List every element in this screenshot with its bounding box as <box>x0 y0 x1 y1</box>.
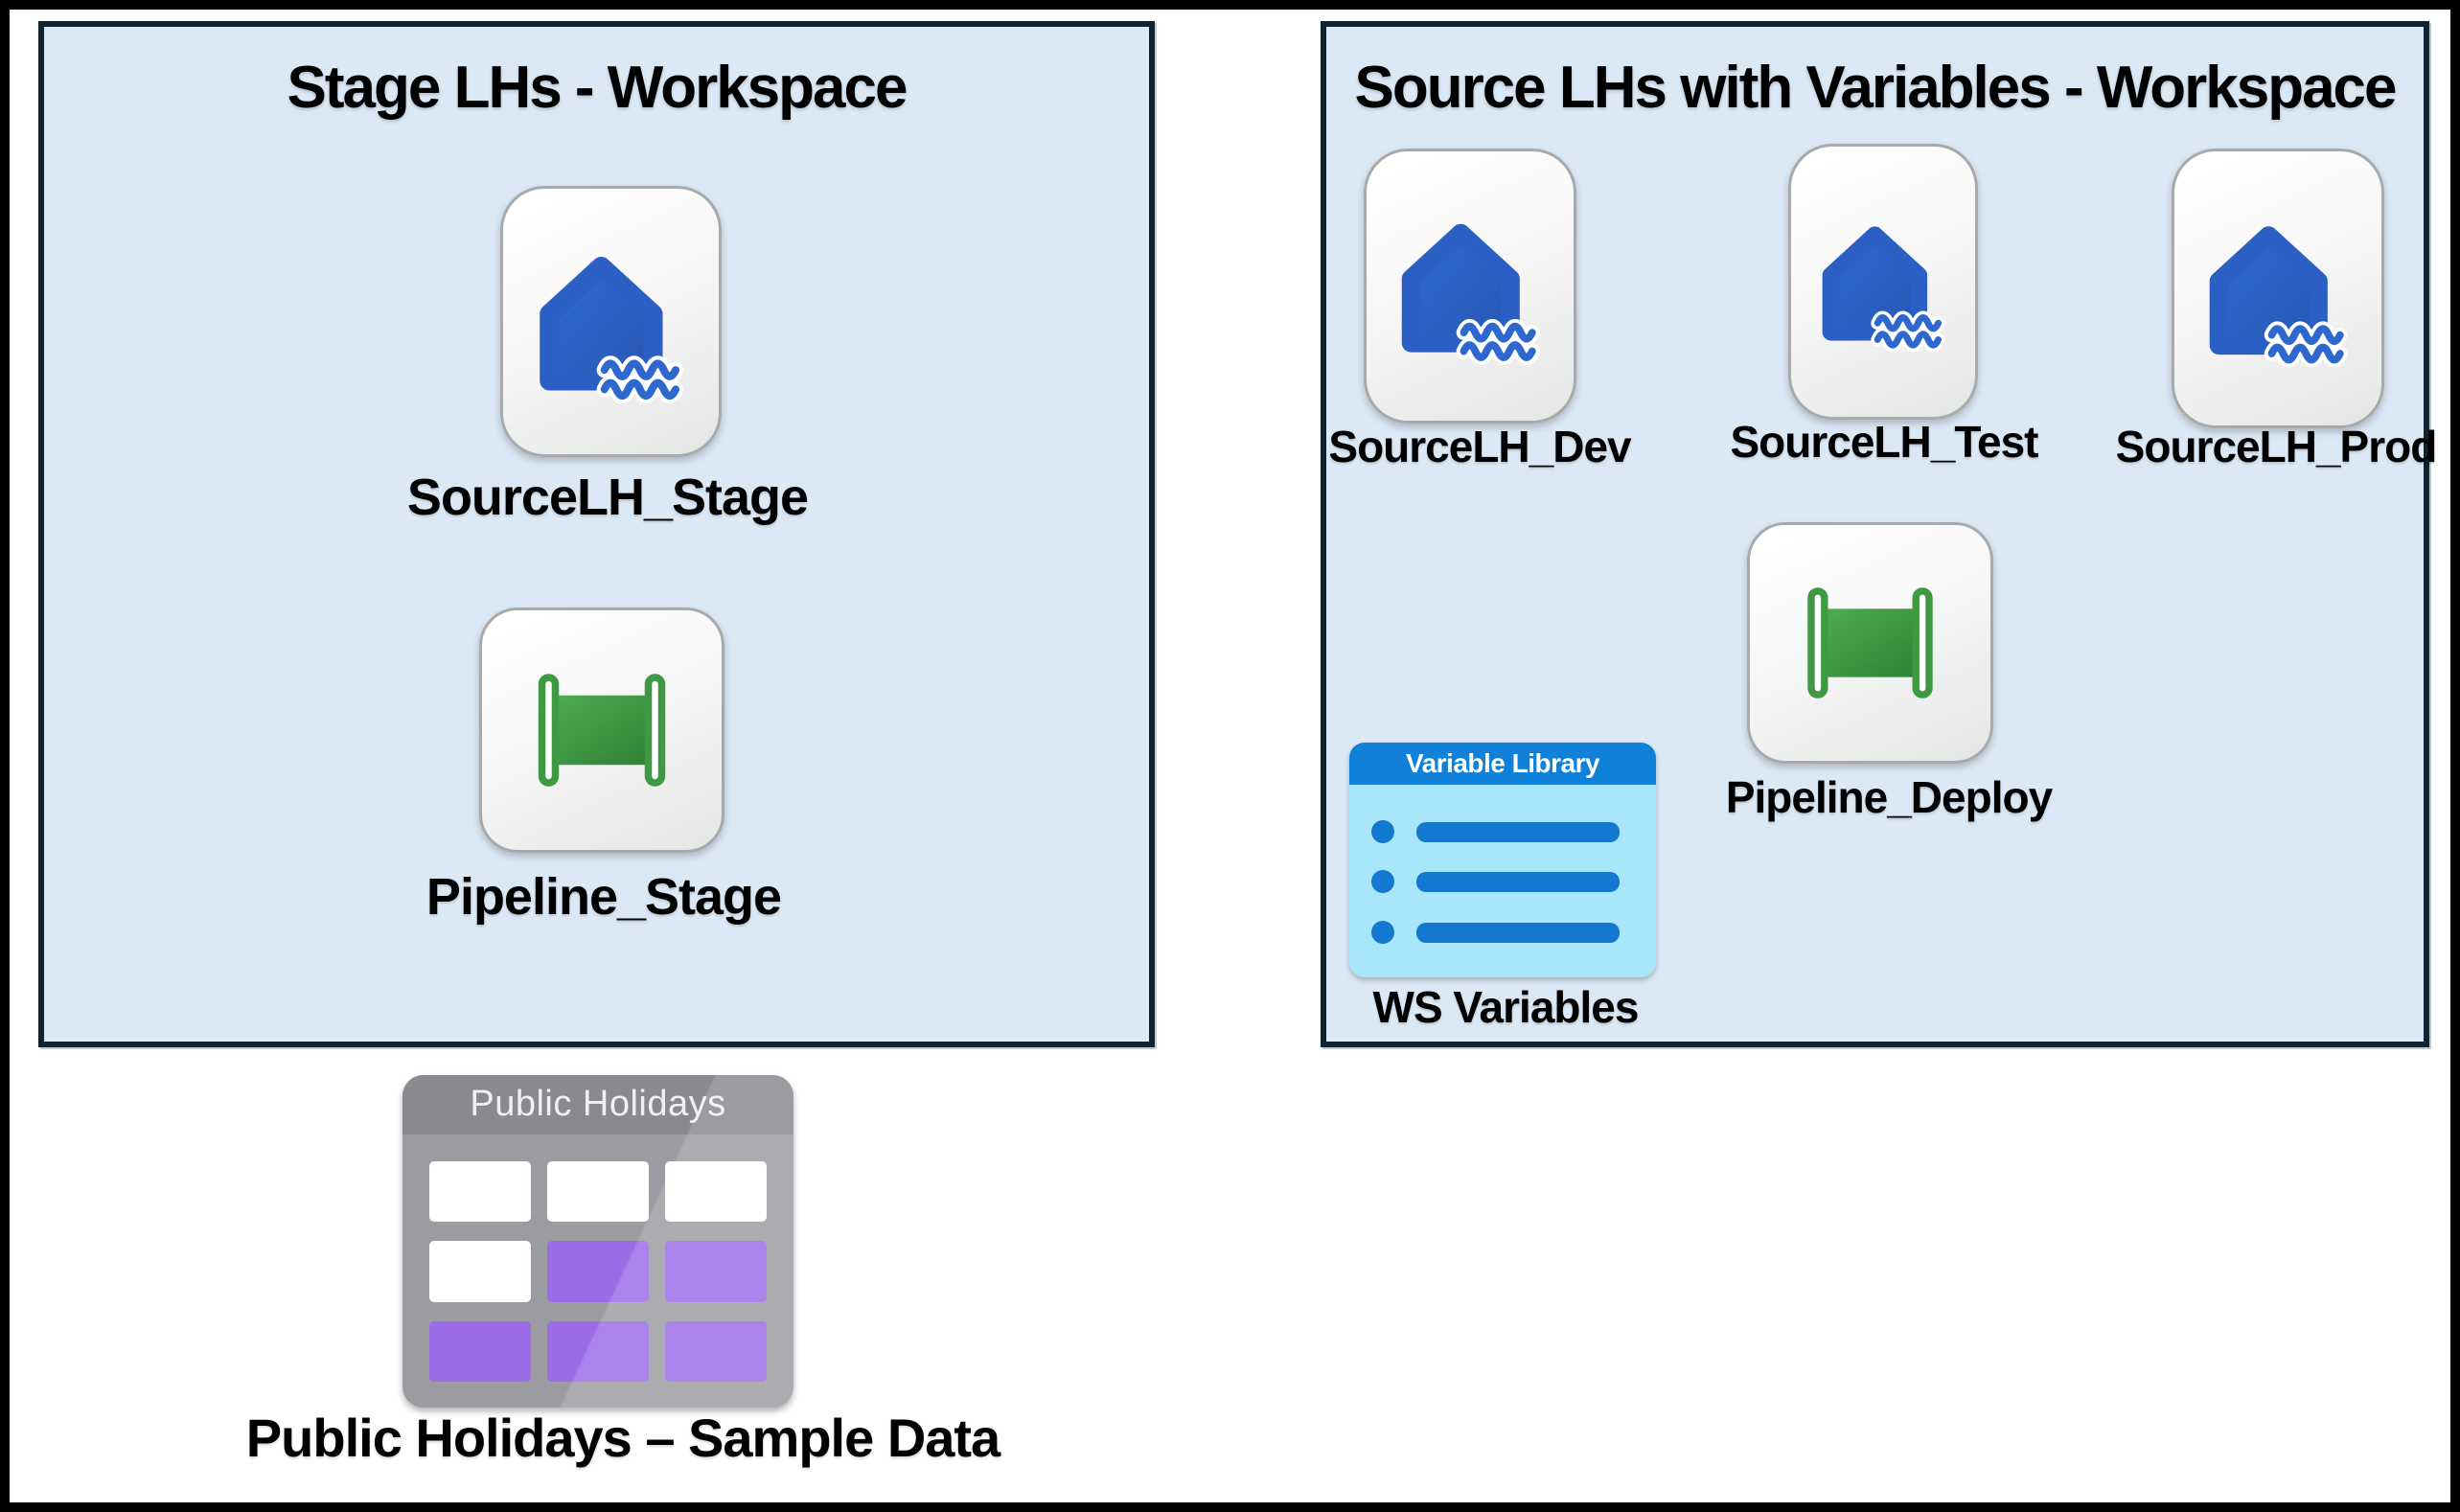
item-label-sourcelh-stage: SourceLH_Stage <box>406 469 809 526</box>
table-cell <box>429 1161 531 1223</box>
pipeline-tile-deploy <box>1747 522 1993 764</box>
pipeline-tile-stage <box>479 607 724 853</box>
table-cell <box>547 1241 649 1302</box>
table-cell <box>429 1320 531 1382</box>
pipeline-icon <box>482 610 722 850</box>
item-label-ws-variables: WS Variables <box>1372 982 1640 1032</box>
table-cell <box>429 1241 531 1302</box>
table-cell <box>665 1241 767 1302</box>
pipeline-icon <box>1750 525 1990 761</box>
variable-row <box>1349 820 1656 843</box>
lakehouse-tile-prod <box>2172 149 2384 428</box>
lakehouse-icon <box>1791 147 1975 417</box>
lakehouse-icon <box>2174 151 2381 425</box>
lakehouse-tile-test <box>1788 144 1978 420</box>
table-cell <box>665 1161 767 1223</box>
variable-library-icon: Variable Library <box>1349 743 1656 977</box>
lakehouse-icon <box>503 189 719 454</box>
workspace-title-source-variables: Source LHs with Variables - Workspace <box>1354 55 2397 121</box>
variable-row <box>1349 921 1656 944</box>
public-holidays-table-icon: Public Holidays <box>402 1075 793 1408</box>
item-label-pipeline-stage: Pipeline_Stage <box>425 868 782 926</box>
variable-bar <box>1416 822 1620 842</box>
table-grid <box>429 1161 767 1382</box>
lakehouse-icon <box>1367 151 1574 421</box>
bullet-icon <box>1371 820 1394 843</box>
table-cell <box>547 1161 649 1223</box>
sample-data-label: Public Holidays – Sample Data <box>245 1408 1000 1468</box>
lakehouse-tile-dev <box>1364 149 1576 424</box>
table-cell <box>547 1320 649 1382</box>
item-label-sourcelh-test: SourceLH_Test <box>1730 417 2038 467</box>
bullet-icon <box>1371 921 1394 944</box>
item-label-pipeline-deploy: Pipeline_Deploy <box>1725 772 2053 822</box>
table-header-label: Public Holidays <box>402 1075 793 1134</box>
workspace-title-stage: Stage LHs - Workspace <box>287 55 908 121</box>
item-label-sourcelh-dev: SourceLH_Dev <box>1328 422 1631 471</box>
variable-bar <box>1416 872 1620 892</box>
variable-bar <box>1416 923 1620 943</box>
variable-row <box>1349 870 1656 893</box>
item-label-sourcelh-prod: SourceLH_Prod <box>2115 422 2438 471</box>
bullet-icon <box>1371 870 1394 893</box>
lakehouse-tile-stage <box>500 186 722 457</box>
table-cell <box>665 1320 767 1382</box>
variable-library-header: Variable Library <box>1349 743 1656 785</box>
